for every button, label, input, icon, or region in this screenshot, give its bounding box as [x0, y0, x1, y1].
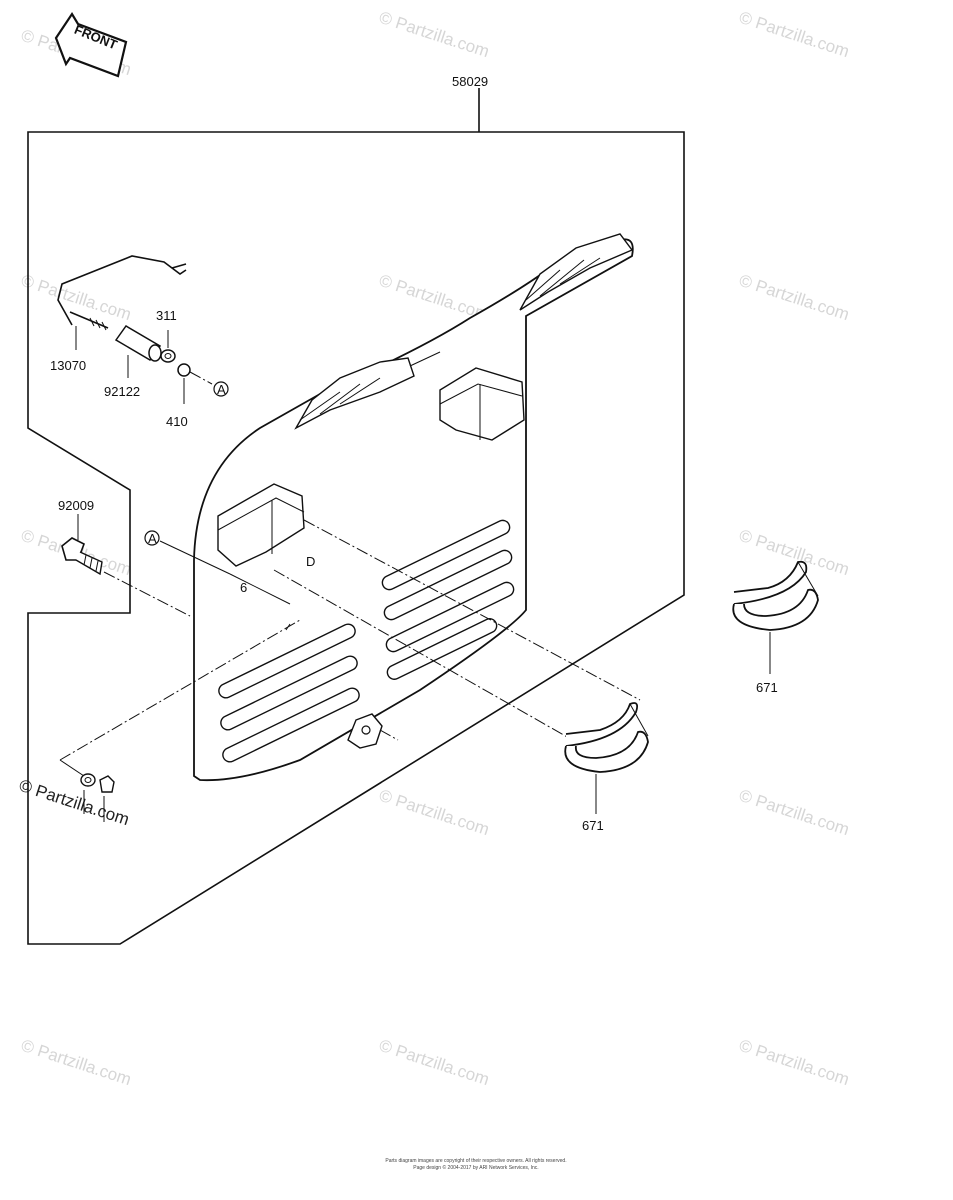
- rod-13070: [57, 255, 187, 350]
- small-mark-6: 6: [240, 580, 247, 595]
- watermark: © Partzilla.com: [737, 786, 852, 839]
- part-label-671-right: 671: [756, 680, 778, 695]
- clip-671-lower: [564, 702, 649, 814]
- ref-marker-a: A: [217, 382, 226, 397]
- watermark: © Partzilla.com: [377, 8, 492, 61]
- assembly-number: 58029: [452, 74, 488, 89]
- footer-copyright: Parts diagram images are copyright of th…: [385, 1158, 566, 1164]
- front-arrow-icon: FRONT: [54, 11, 128, 78]
- nut-311: [160, 330, 176, 363]
- clip-671-right: [732, 560, 819, 674]
- ref-a-left: A: [59, 530, 301, 761]
- ref-marker-a: A: [148, 531, 157, 546]
- watermark: © Partzilla.com: [737, 271, 852, 324]
- side-cover-panel: D 6: [193, 233, 634, 782]
- sleeve-92122: [114, 325, 162, 378]
- part-label-13070: 13070: [50, 358, 86, 373]
- footer-page-design: Page design © 2004-2017 by ARI Network S…: [413, 1164, 538, 1171]
- small-mark-d: D: [306, 554, 315, 569]
- part-label-410: 410: [166, 414, 188, 429]
- watermark: © Partzilla.com: [377, 786, 492, 839]
- part-label-92122: 92122: [104, 384, 140, 399]
- watermark: © Partzilla.com: [19, 1036, 134, 1089]
- watermark: © Partzilla.com: [737, 1036, 852, 1089]
- part-label-671-lower: 671: [582, 818, 604, 833]
- watermark: © Partzilla.com: [377, 1036, 492, 1089]
- part-label-92009: 92009: [58, 498, 94, 513]
- assembly-outline: [27, 88, 685, 945]
- washer-410: A: [177, 363, 229, 404]
- watermark-dark: © Partzilla.com: [17, 776, 132, 829]
- small-fasteners: [59, 759, 115, 822]
- part-label-311: 311: [156, 308, 177, 323]
- bolt-92009: [61, 514, 191, 617]
- watermark: © Partzilla.com: [737, 8, 852, 61]
